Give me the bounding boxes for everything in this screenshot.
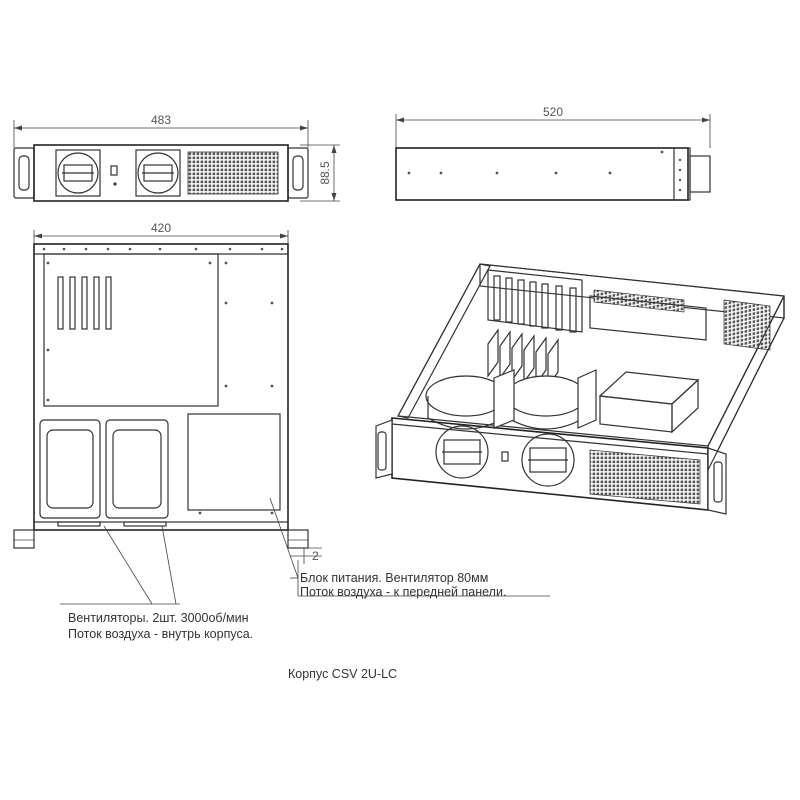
drawing-caption: Корпус CSV 2U-LC — [288, 667, 397, 681]
fans-callout-line1: Вентиляторы. 2шт. 3000об/мин — [68, 611, 249, 625]
fans-callout-line2: Поток воздуха - внутрь корпуса. — [68, 627, 253, 641]
psu-callout-line2: Поток воздуха - к передней панели. — [300, 585, 506, 599]
dim-top-width: 420 — [151, 221, 171, 235]
dim-front-width: 483 — [151, 113, 171, 127]
callout-leaders — [60, 497, 550, 605]
front-view — [13, 120, 340, 202]
side-view — [395, 114, 711, 201]
top-view — [13, 230, 322, 564]
dim-front-height: 88.5 — [318, 161, 332, 185]
isometric-view — [375, 263, 785, 515]
psu-callout-line1: Блок питания. Вентилятор 80мм — [300, 571, 488, 585]
dim-side-length: 520 — [543, 105, 563, 119]
dim-rail-offset: 2 — [312, 549, 319, 563]
